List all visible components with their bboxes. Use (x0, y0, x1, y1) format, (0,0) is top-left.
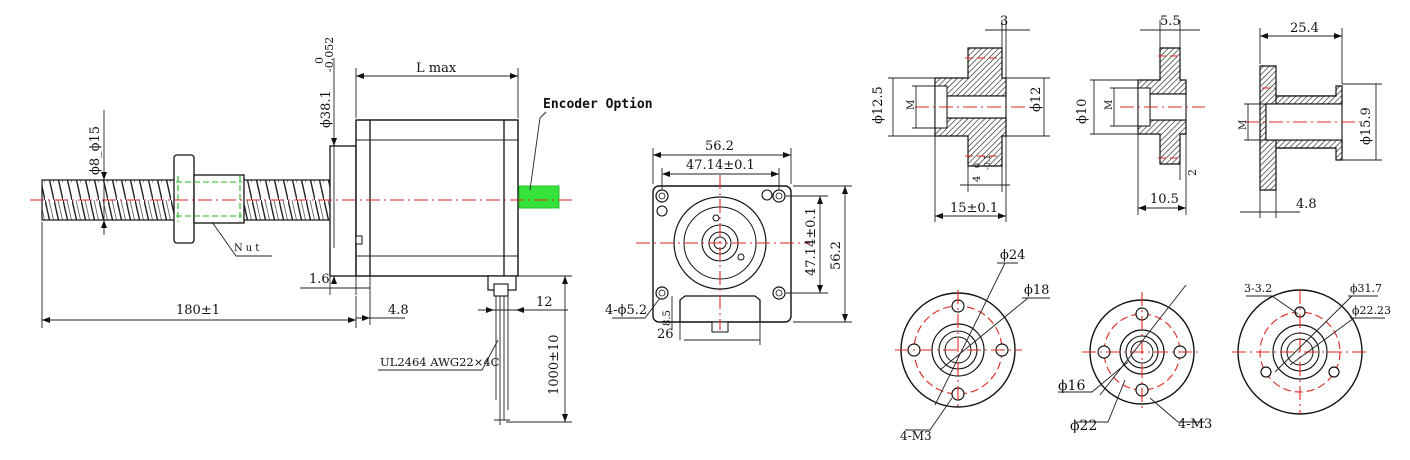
nut1-d-outer: ϕ12.5 (871, 86, 886, 124)
front-mount-hole (772, 189, 786, 203)
nut1-bc1: ϕ24 (1000, 248, 1025, 263)
nut3-bc1: ϕ31.7 (1350, 282, 1382, 295)
nut3-flange: 4.8 (1296, 197, 1317, 212)
screw-dia-label: ϕ8_ϕ15 (88, 126, 103, 175)
front-dim-26: 26 (657, 327, 674, 342)
nut2-m: M (1104, 100, 1115, 110)
nut-label: Nut (234, 243, 262, 254)
cable-label: UL2464 AWG22×4C (380, 355, 500, 369)
dim-1000: 1000±10 (547, 334, 562, 395)
encoder-option-shaft (518, 185, 560, 209)
shaft-dia-label: ϕ38.1 (319, 90, 334, 128)
nut2-len: 10.5 (1150, 192, 1179, 207)
front-mount-hole (772, 286, 786, 300)
front-holes-label: 4-ϕ5.2 (605, 303, 647, 318)
motor-body (355, 119, 519, 277)
nut3-holes: 3-3.2 (1244, 282, 1272, 295)
dim-1-6: 1.6 (309, 272, 330, 287)
nut2-bc2: ϕ22 (1070, 418, 1097, 434)
front-dim-height: 56.2 (829, 241, 844, 270)
nut1-m: M (906, 100, 917, 110)
front-mount-hole (655, 286, 669, 300)
front-dim-85: 8.5 (662, 310, 673, 326)
nut1-t: 3 (1000, 14, 1008, 29)
nut1-d-inner: ϕ12 (1029, 87, 1044, 112)
l-max-label: L max (416, 61, 457, 76)
svg-text:0: 0 (973, 163, 982, 168)
svg-text:-0.052: -0.052 (323, 37, 336, 72)
nut3-bc2: ϕ22.23 (1352, 304, 1391, 317)
side-view: Nut Encoder Option L max ϕ38.1 0 -0.052 (30, 37, 653, 425)
nut3-len: 25.4 (1290, 21, 1319, 36)
nut3-d-outer: ϕ15.9 (1359, 107, 1374, 145)
nut2-holes: 4-M3 (1178, 417, 1212, 432)
nut-body (193, 174, 245, 224)
nut3-drawing: 25.4 M ϕ15.9 4.8 3-3.2 ϕ31.7 ϕ22.23 (1232, 21, 1391, 415)
dim-12: 12 (536, 295, 553, 310)
front-mount-hole (655, 189, 669, 203)
nut3-hole (1328, 366, 1340, 378)
nut1-len: 15±0.1 (950, 201, 998, 216)
nut1-holes: 4-M3 (900, 429, 932, 443)
front-dim-pitch-v: 47.14±0.1 (804, 207, 819, 276)
nut2-d-outer: ϕ10 (1075, 99, 1090, 124)
dim-180: 180±1 (176, 303, 220, 318)
nut2-bc1: ϕ16 (1058, 378, 1085, 394)
nut3-hole (1260, 366, 1272, 378)
nut1-bc2: ϕ18 (1024, 283, 1049, 298)
front-dim-width: 56.2 (705, 139, 734, 154)
encoder-option-label: Encoder Option (543, 97, 653, 112)
front-view: 56.2 47.14±0.1 47.14±0.1 56.2 4-ϕ5.2 8.5… (605, 139, 852, 345)
nut2-d2: 2 (1186, 169, 1199, 176)
nut-flange (173, 154, 195, 244)
svg-text:0: 0 (313, 57, 326, 64)
nut1-flange-w: 4 (972, 176, 983, 182)
nut3-m: M (1238, 120, 1249, 130)
dim-4-8: 4.8 (388, 303, 409, 318)
svg-text:-0.1: -0.1 (983, 155, 992, 170)
nut2-t: 5.5 (1160, 14, 1181, 29)
nut1-drawing: ϕ12.5 M ϕ12 3 4 0 -0.1 15±0.1 (871, 14, 1050, 443)
nut2-drawing: ϕ10 M 5.5 2 10.5 ϕ16 ϕ22 4-M3 (1058, 14, 1212, 434)
front-dim-pitch-h: 47.14±0.1 (686, 158, 755, 173)
